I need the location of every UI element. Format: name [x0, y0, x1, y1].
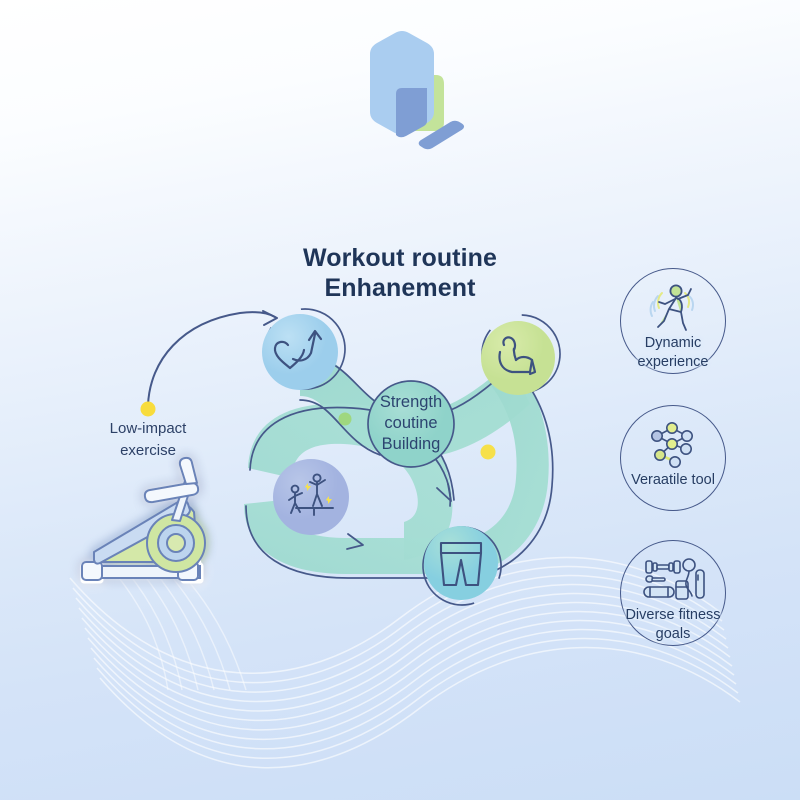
gym-equipment-icon — [620, 554, 726, 606]
strength-routine-building-node — [367, 380, 455, 468]
card-ring — [620, 405, 726, 511]
network-nodes-icon — [620, 419, 726, 471]
center-label-line-1: Strength — [379, 393, 443, 411]
card-dynamic-experience[interactable]: Dynamic experience — [620, 268, 726, 374]
card-veraatile-tool[interactable]: Veraatile tool — [620, 405, 726, 511]
apparel-node — [422, 526, 502, 606]
card-caption: Dynamic experience — [602, 334, 744, 372]
green-accent-dot — [338, 412, 352, 426]
left-label-line-2: exercise — [120, 442, 176, 459]
card-caption-line-1: Dynamic — [644, 335, 702, 351]
shorts-icon — [439, 541, 483, 587]
card-caption-line-1: Veraatile tool — [631, 472, 715, 488]
arrowhead-low — [346, 533, 364, 550]
card-caption: Veraatile tool — [602, 471, 744, 490]
card-ring — [620, 540, 726, 646]
yellow-accent-dot — [480, 444, 496, 460]
flexed-bicep-icon — [498, 336, 537, 376]
step-training-node — [273, 459, 349, 535]
low-impact-exercise-label: Low-impact exercise — [78, 418, 218, 462]
ribbon-right — [466, 360, 549, 574]
heart-arrow-icon — [273, 329, 323, 370]
logo-bar-shape — [418, 120, 465, 150]
arrowhead-mid — [436, 483, 452, 502]
running-person-icon — [620, 282, 726, 334]
heart-growth-node — [262, 308, 346, 390]
curved-arrow — [147, 310, 278, 406]
left-label-line-1: Low-impact — [109, 420, 187, 437]
logo-inner-block — [396, 88, 427, 138]
muscle-strength-node — [481, 314, 561, 395]
card-ring — [620, 268, 726, 374]
card-diverse-fitness-goals[interactable]: Diverse fitness goals — [620, 540, 726, 646]
center-label-line-3: Building — [381, 435, 441, 453]
card-caption: Diverse fitness goals — [602, 606, 744, 644]
center-node-label: Strength coutine Building — [360, 392, 462, 455]
step-spark-accents — [305, 483, 332, 504]
center-label-line-2: coutine — [384, 414, 438, 432]
card-caption-line-2: goals — [655, 626, 691, 642]
ribbon-lower — [244, 500, 452, 574]
two-people-step-icon — [288, 473, 334, 516]
card-caption-line-2: experience — [637, 354, 709, 370]
yellow-marker-dot — [140, 401, 156, 417]
card-caption-line-1: Diverse fitness — [625, 607, 721, 623]
